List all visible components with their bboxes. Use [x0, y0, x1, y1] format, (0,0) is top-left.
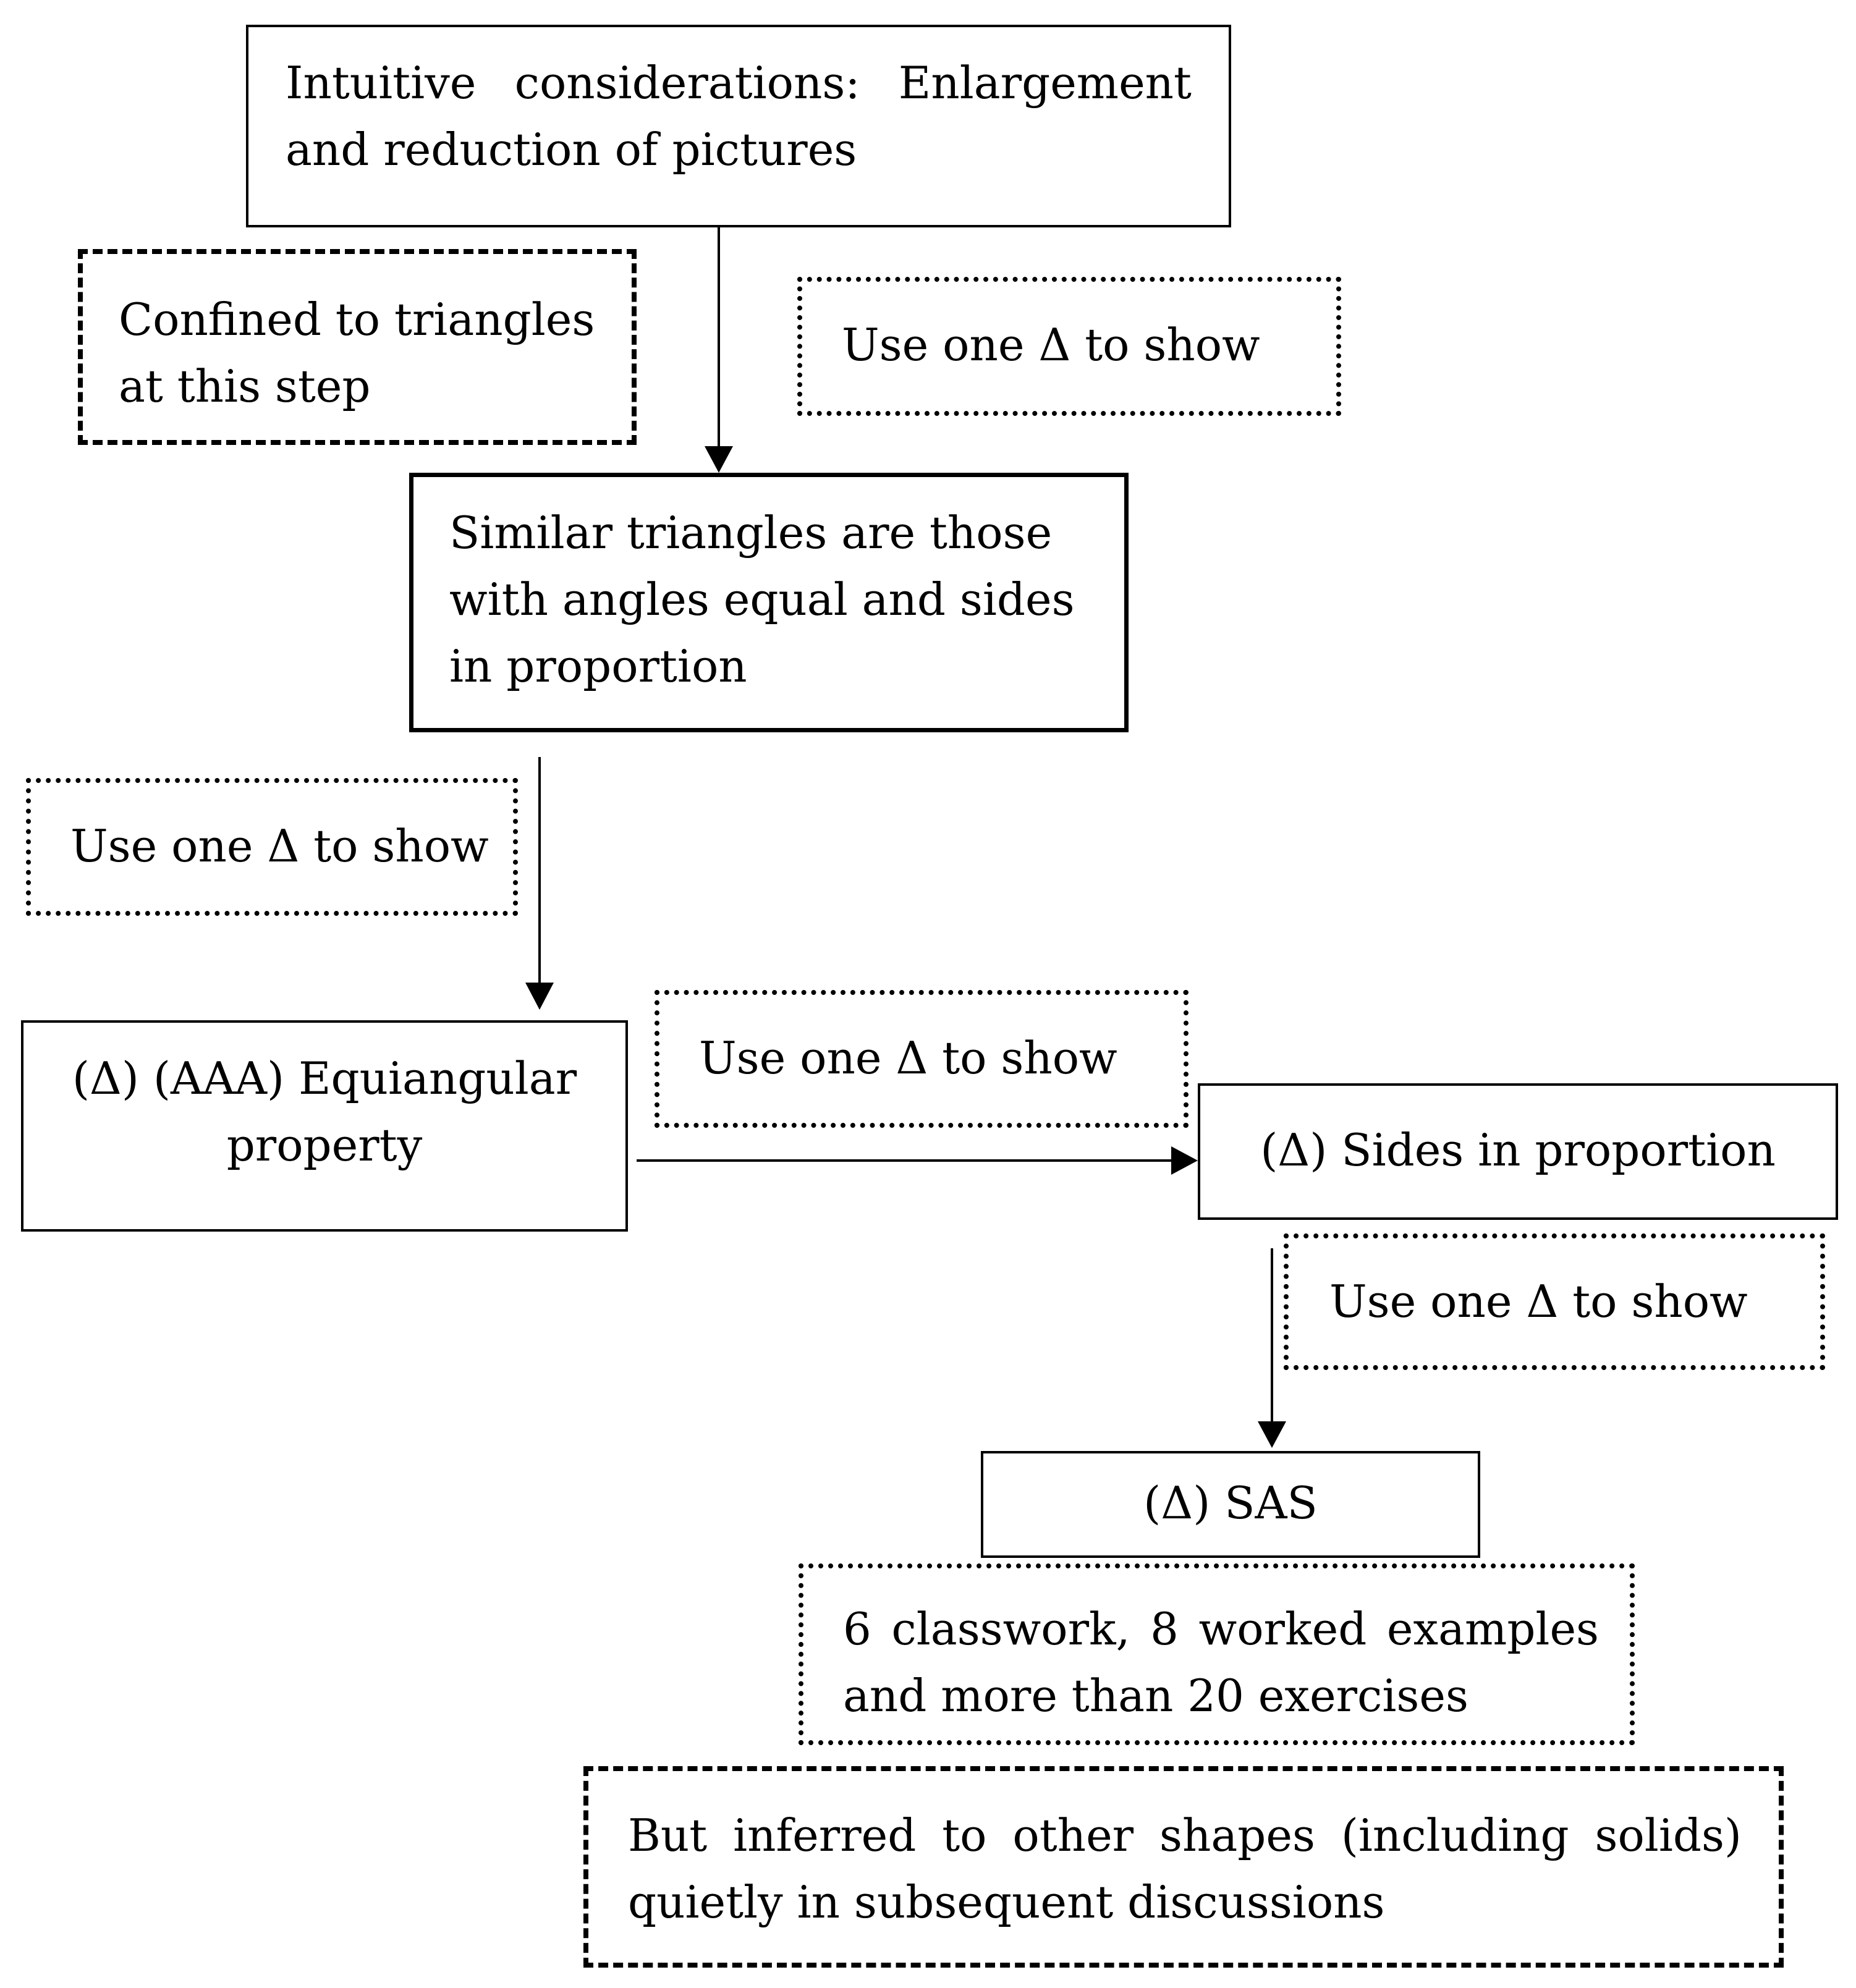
arrowhead-sides-to-sas	[1258, 1421, 1286, 1448]
node-classwork-examples-text: 6 classwork, 8 worked examples and more …	[843, 1603, 1599, 1722]
node-aaa-equiangular-line2: property	[226, 1119, 423, 1171]
node-sas-text: (Δ) SAS	[1143, 1477, 1318, 1529]
node-use-one-triangle-left-text: Use one Δ to show	[70, 820, 489, 872]
node-similar-triangles-text: Similar triangles are those with angles …	[449, 507, 1075, 692]
node-use-one-triangle-mid-text: Use one Δ to show	[699, 1032, 1117, 1084]
node-aaa-equiangular: (Δ) (AAA) Equiangular property	[21, 1020, 628, 1232]
node-use-one-triangle-right: Use one Δ to show	[1284, 1233, 1825, 1370]
node-inferred-to-other-shapes: But inferred to other shapes (including …	[583, 1766, 1784, 1968]
node-sas: (Δ) SAS	[981, 1451, 1480, 1558]
node-confined-to-triangles: Confined to triangles at this step	[78, 249, 637, 445]
node-aaa-equiangular-line1: (Δ) (AAA) Equiangular	[72, 1052, 577, 1104]
arrowhead-aaa-to-sides	[1171, 1146, 1198, 1175]
node-classwork-examples: 6 classwork, 8 worked examples and more …	[799, 1563, 1635, 1745]
node-use-one-triangle-mid: Use one Δ to show	[655, 990, 1189, 1128]
node-confined-to-triangles-text: Confined to triangles at this step	[119, 294, 595, 412]
node-intuitive-considerations: Intuitive considerations: Enlargement an…	[246, 25, 1231, 227]
node-sides-in-proportion: (Δ) Sides in proportion	[1198, 1083, 1838, 1220]
node-sides-in-proportion-text: (Δ) Sides in proportion	[1260, 1124, 1776, 1176]
node-use-one-triangle-left: Use one Δ to show	[26, 778, 518, 916]
arrowhead-similar-to-aaa	[525, 983, 554, 1010]
node-similar-triangles: Similar triangles are those with angles …	[409, 473, 1129, 732]
node-use-one-triangle-top-text: Use one Δ to show	[842, 319, 1260, 371]
node-inferred-to-other-shapes-text: But inferred to other shapes (including …	[628, 1809, 1742, 1928]
node-use-one-triangle-top: Use one Δ to show	[797, 277, 1341, 416]
node-use-one-triangle-right-text: Use one Δ to show	[1329, 1275, 1748, 1327]
arrowhead-intuitive-to-similar	[705, 446, 733, 473]
node-intuitive-considerations-text: Intuitive considerations: Enlargement an…	[286, 57, 1192, 176]
